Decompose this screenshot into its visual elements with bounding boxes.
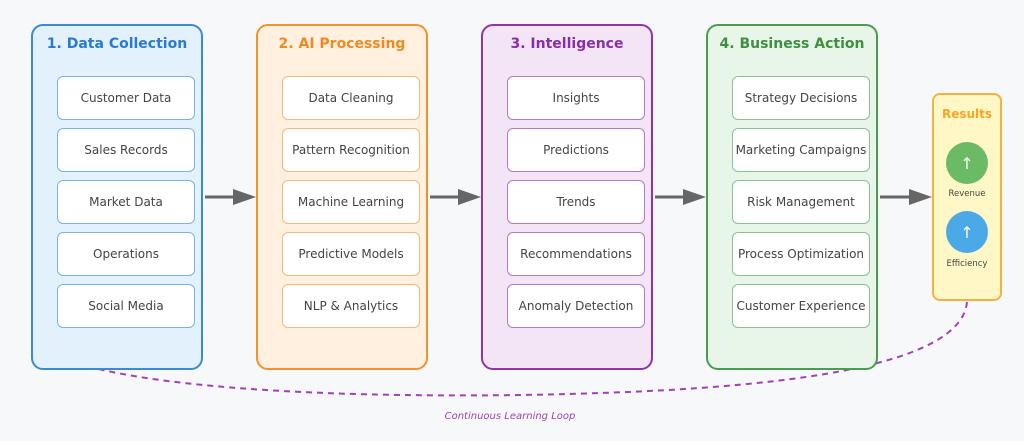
- stage-item[interactable]: Recommendations: [507, 232, 645, 276]
- stage-item[interactable]: Trends: [507, 180, 645, 224]
- efficiency-up-arrow-icon: ↑: [946, 211, 988, 253]
- stage-item[interactable]: Customer Data: [57, 76, 195, 120]
- stage-title: 3. Intelligence: [510, 36, 624, 52]
- stage-title: 1. Data Collection: [46, 36, 188, 52]
- revenue-up-arrow-icon: ↑: [946, 142, 988, 184]
- stage-item[interactable]: Predictions: [507, 128, 645, 172]
- flow-arrow-1-head: [233, 189, 256, 205]
- stage-item[interactable]: Strategy Decisions: [732, 76, 870, 120]
- flow-arrow-4-head: [909, 189, 932, 205]
- flow-arrow-2-head: [458, 189, 481, 205]
- stage-item[interactable]: Social Media: [57, 284, 195, 328]
- stage-item[interactable]: Market Data: [57, 180, 195, 224]
- stage-title: 2. AI Processing: [278, 36, 406, 52]
- results-title: Results: [941, 107, 993, 121]
- metric-label-efficiency: Efficiency: [946, 259, 988, 269]
- stage-ai-processing: 2. AI Processing Data Cleaning Pattern R…: [256, 24, 428, 370]
- stage-data-collection: 1. Data Collection Customer Data Sales R…: [31, 24, 203, 370]
- stage-item[interactable]: Machine Learning: [282, 180, 420, 224]
- stage-item[interactable]: Sales Records: [57, 128, 195, 172]
- results-panel: Results ↑ Revenue ↑ Efficiency: [932, 93, 1002, 301]
- learning-loop-path: [54, 301, 968, 397]
- stage-item[interactable]: Process Optimization: [732, 232, 870, 276]
- stage-item[interactable]: Risk Management: [732, 180, 870, 224]
- flow-arrow-3-head: [683, 189, 706, 205]
- stage-title: 4. Business Action: [719, 36, 865, 52]
- stage-item[interactable]: Insights: [507, 76, 645, 120]
- stage-item[interactable]: Marketing Campaigns: [732, 128, 870, 172]
- loop-label: Continuous Learning Loop: [444, 411, 576, 422]
- stage-intelligence: 3. Intelligence Insights Predictions Tre…: [481, 24, 653, 370]
- stage-item[interactable]: Anomaly Detection: [507, 284, 645, 328]
- stage-item[interactable]: Customer Experience: [732, 284, 870, 328]
- metric-label-revenue: Revenue: [948, 189, 986, 199]
- stage-item[interactable]: Data Cleaning: [282, 76, 420, 120]
- stage-item[interactable]: Predictive Models: [282, 232, 420, 276]
- stage-item[interactable]: Pattern Recognition: [282, 128, 420, 172]
- stage-item[interactable]: Operations: [57, 232, 195, 276]
- stage-business-action: 4. Business Action Strategy Decisions Ma…: [706, 24, 878, 370]
- stage-item[interactable]: NLP & Analytics: [282, 284, 420, 328]
